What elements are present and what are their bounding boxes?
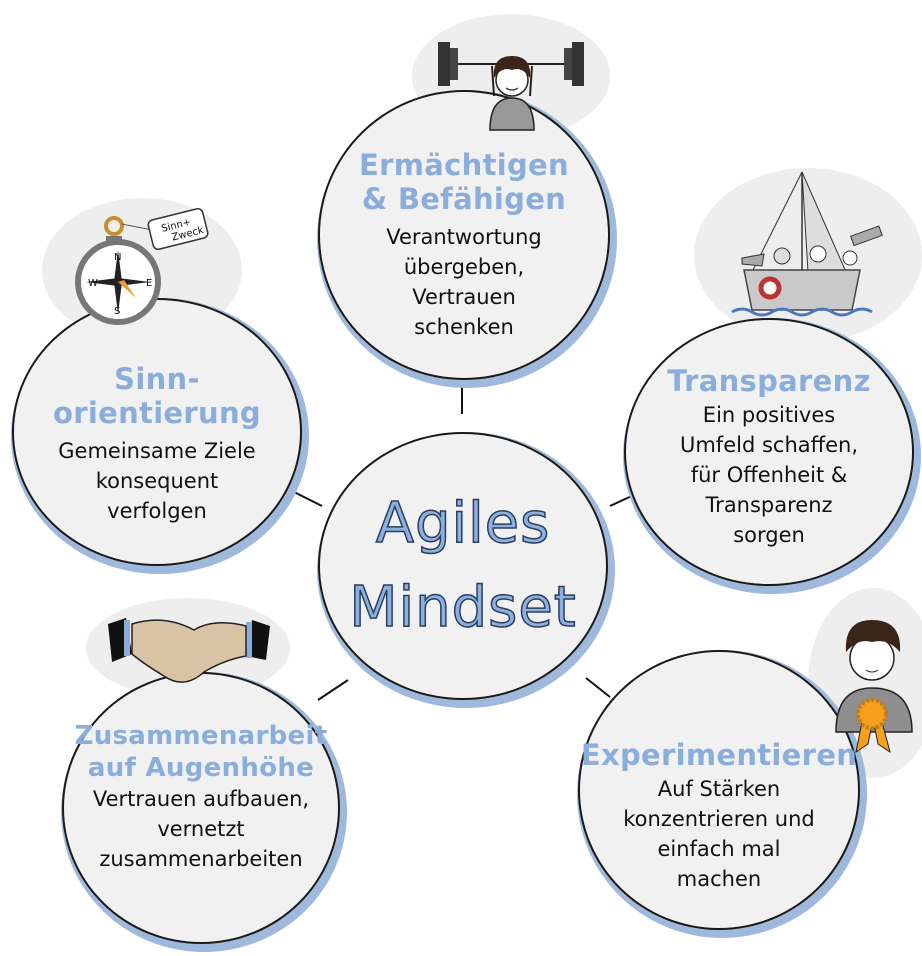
svg-text:S: S (114, 306, 120, 317)
node-title: Sinn-orientierung (53, 362, 261, 430)
svg-text:W: W (88, 278, 98, 289)
node-title: Ermächtigen& Befähigen (359, 148, 569, 216)
node-title: Experimentieren (580, 738, 858, 772)
award-person-icon (835, 620, 913, 754)
handshake-icon (108, 618, 270, 683)
svg-text:N: N (114, 252, 121, 263)
svg-text:E: E (146, 278, 152, 289)
compass-icon: N E S W Sinn+ Zweck (75, 207, 209, 325)
weightlifter-icon (438, 42, 584, 131)
node-title: Transparenz (667, 364, 871, 398)
sailboat-icon (731, 171, 883, 317)
